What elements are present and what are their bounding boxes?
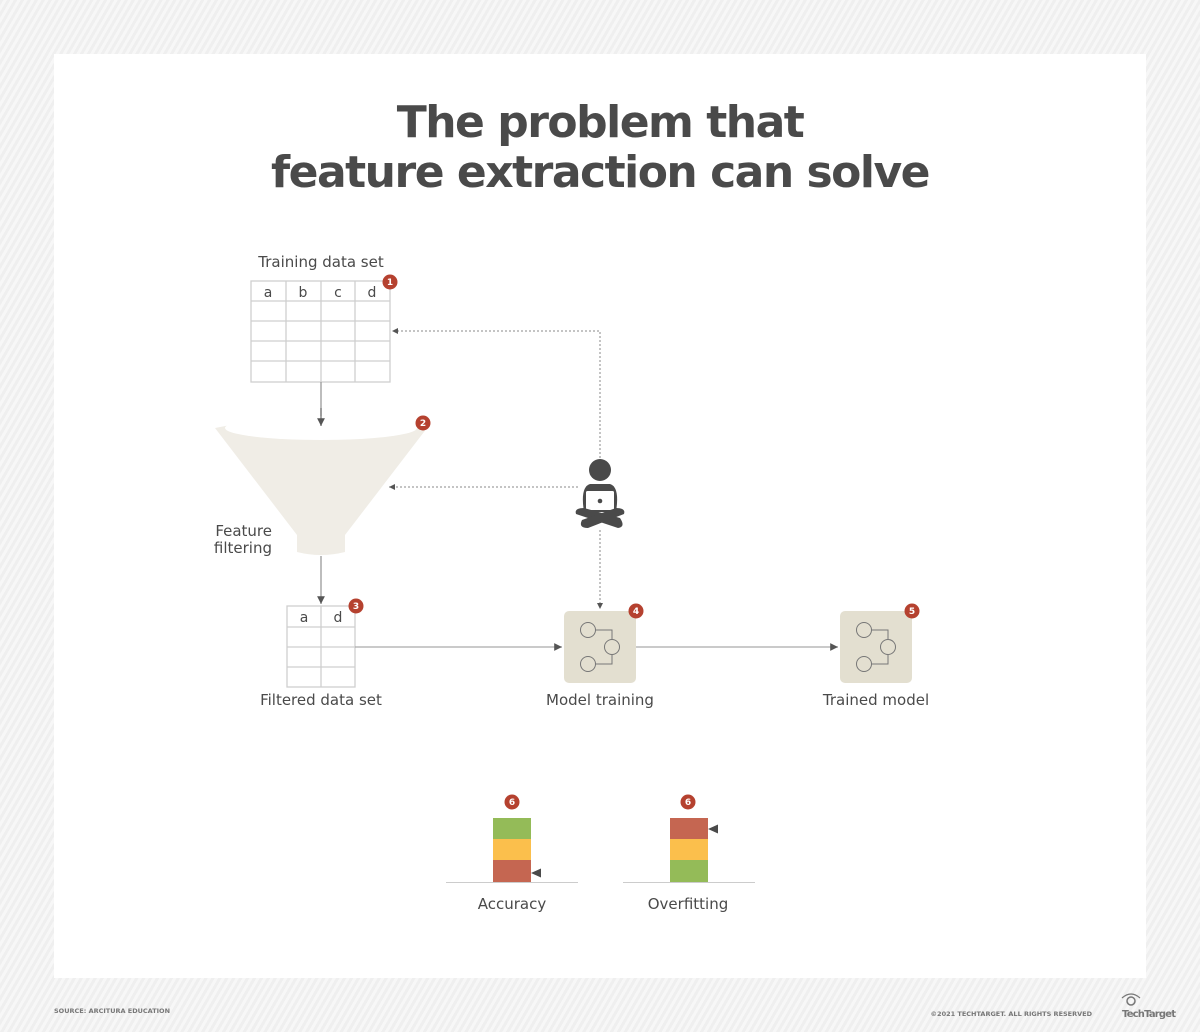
step-badge: 6 (504, 794, 520, 810)
step-badge: 1 (382, 274, 398, 290)
overfitting-label: Overfitting (648, 895, 729, 913)
accuracy-label: Accuracy (478, 895, 547, 913)
column-header: d (334, 610, 343, 626)
source-text: SOURCE: ARCITURA EDUCATION (54, 1007, 170, 1015)
column-header: c (334, 285, 342, 301)
step-badge: 3 (348, 598, 364, 614)
step-badge: 6 (680, 794, 696, 810)
step-badge: 4 (628, 603, 644, 619)
trained-model-label: Trained model (822, 691, 929, 709)
column-header: a (264, 285, 273, 301)
filtered-data-table (286, 605, 356, 688)
filtered-set-label: Filtered data set (260, 691, 382, 709)
model-training-icon (564, 611, 636, 683)
column-header: b (299, 285, 308, 301)
svg-text:6: 6 (509, 798, 515, 808)
svg-text:1: 1 (387, 278, 393, 288)
funnel-label-line-2: filtering (214, 539, 272, 557)
accuracy-meter (446, 818, 578, 883)
techtarget-logo: TechTarget (1121, 993, 1177, 1020)
svg-text:5: 5 (909, 607, 915, 617)
column-header: a (300, 610, 309, 626)
step-badge: 5 (904, 603, 920, 619)
svg-text:TechTarget: TechTarget (1122, 1009, 1176, 1020)
training-data-table (250, 280, 391, 383)
svg-text:6: 6 (685, 798, 691, 808)
training-set-label: Training data set (257, 253, 384, 271)
svg-text:4: 4 (633, 607, 639, 617)
title-line-2: feature extraction can solve (271, 147, 929, 198)
indicator-arrow-icon (708, 824, 718, 834)
trained-model-icon (840, 611, 912, 683)
model-training-label: Model training (546, 691, 654, 709)
column-header: d (368, 285, 377, 301)
overfitting-meter (623, 818, 755, 883)
indicator-arrow-icon (531, 868, 541, 878)
svg-text:2: 2 (420, 419, 426, 429)
funnel-icon (215, 416, 427, 555)
svg-text:3: 3 (353, 602, 359, 612)
person-with-laptop-icon (575, 459, 625, 528)
title-line-1: The problem that (397, 97, 805, 148)
step-badge: 2 (415, 415, 431, 431)
funnel-label-line-1: Feature (215, 522, 272, 540)
copyright-text: ©2021 TECHTARGET. ALL RIGHTS RESERVED (931, 1010, 1093, 1018)
feedback-arrow-to-dataset (392, 328, 601, 462)
